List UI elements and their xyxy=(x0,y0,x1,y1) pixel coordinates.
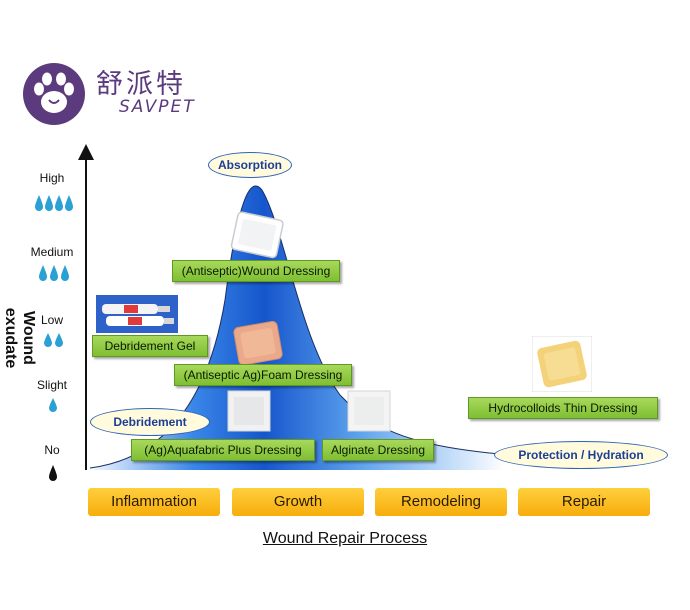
phase-repair: Repair xyxy=(518,488,650,516)
alginate-dressing-image xyxy=(347,390,391,432)
hydrocolloid-dressing-label: Hydrocolloids Thin Dressing xyxy=(468,397,658,419)
wound-dressing-label: (Antiseptic)Wound Dressing xyxy=(172,260,340,282)
level-no: No xyxy=(44,443,60,457)
foam-dressing-label: (Antiseptic Ag)Foam Dressing xyxy=(174,364,352,386)
drop-icon-low xyxy=(44,333,63,347)
debridement-gel-label: Debridement Gel xyxy=(92,335,208,357)
drop-icon-none xyxy=(49,465,57,481)
exudate-curve-area xyxy=(90,185,505,470)
level-low: Low xyxy=(40,313,63,327)
phase-inflammation: Inflammation xyxy=(88,488,220,516)
debridement-gel-image xyxy=(96,295,178,333)
drop-icon-slight xyxy=(49,398,57,412)
brand-name-en: SAVPET xyxy=(119,97,196,117)
level-medium: Medium xyxy=(30,245,74,259)
alginate-dressing-label: Alginate Dressing xyxy=(322,439,434,461)
wound-dressing-image xyxy=(230,211,284,259)
brand-name-cn: 舒派特 xyxy=(96,69,186,100)
absorption-label: Absorption xyxy=(208,152,292,178)
protection-hydration-label: Protection / Hydration xyxy=(494,441,668,469)
drop-icon-medium xyxy=(39,265,69,281)
aquafabric-dressing-image xyxy=(227,390,271,432)
foam-dressing-image xyxy=(233,320,283,366)
level-slight: Slight xyxy=(36,378,68,392)
debridement-label: Debridement xyxy=(90,408,210,436)
x-axis-title-text: Wound Repair Process xyxy=(262,530,428,547)
phase-remodeling: Remodeling xyxy=(375,488,507,516)
phase-growth: Growth xyxy=(232,488,364,516)
level-high: High xyxy=(39,171,65,185)
drop-icon-high xyxy=(35,195,73,211)
aquafabric-dressing-label: (Ag)Aquafabric Plus Dressing xyxy=(131,439,315,461)
y-axis-label: Wound exudate xyxy=(2,307,37,369)
x-axis-title: Wound Repair Process xyxy=(0,530,690,548)
hydrocolloid-dressing-image xyxy=(532,336,592,392)
paw-logo-icon xyxy=(23,63,85,125)
